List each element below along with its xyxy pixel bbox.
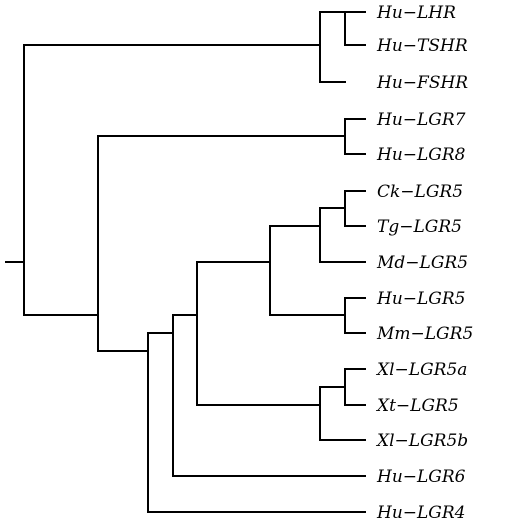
taxon-label: Hu−LHR bbox=[376, 3, 456, 23]
branch-lgr-clade bbox=[23, 135, 99, 352]
branch-lgr5-group bbox=[172, 261, 198, 406]
taxon-label: Hu−LGR5 bbox=[376, 289, 466, 309]
branch-hu-mm bbox=[269, 297, 366, 334]
taxon-label: Md−LGR5 bbox=[376, 253, 468, 273]
taxon-label: Xt−LGR5 bbox=[375, 396, 459, 416]
branch-ck-tg-md bbox=[269, 207, 366, 263]
branch-amniote-lgr5 bbox=[196, 225, 271, 316]
tree-branches bbox=[5, 11, 366, 513]
taxon-label: Ck−LGR5 bbox=[377, 182, 463, 202]
branch-xl-xt bbox=[319, 368, 366, 406]
taxon-label: Tg−LGR5 bbox=[377, 217, 462, 237]
branch-lgr4-6 bbox=[97, 332, 366, 513]
taxon-label: Xl−LGR5a bbox=[375, 360, 467, 380]
taxon-label: Hu−LGR7 bbox=[376, 110, 466, 130]
branch-xenopus-lgr5 bbox=[196, 386, 366, 441]
taxon-label: Hu−LGR6 bbox=[376, 467, 466, 487]
taxon-label: Xl−LGR5b bbox=[375, 431, 468, 451]
branch-gphr-clade bbox=[23, 11, 346, 83]
taxon-labels: Hu−LHR Hu−TSHR Hu−FSHR Hu−LGR7 Hu−LGR8 C… bbox=[375, 3, 473, 523]
branch-lgr5-6 bbox=[147, 314, 366, 477]
taxon-label: Hu−FSHR bbox=[376, 73, 468, 93]
branch-lgr7-lgr8 bbox=[97, 118, 366, 155]
branch-ck-tg bbox=[319, 190, 366, 227]
taxon-label: Hu−LGR8 bbox=[376, 145, 466, 165]
branch-lhr-tshr bbox=[319, 11, 366, 46]
taxon-label: Hu−TSHR bbox=[376, 36, 468, 56]
taxon-label: Hu−LGR4 bbox=[376, 503, 466, 523]
taxon-label: Mm−LGR5 bbox=[376, 324, 473, 344]
